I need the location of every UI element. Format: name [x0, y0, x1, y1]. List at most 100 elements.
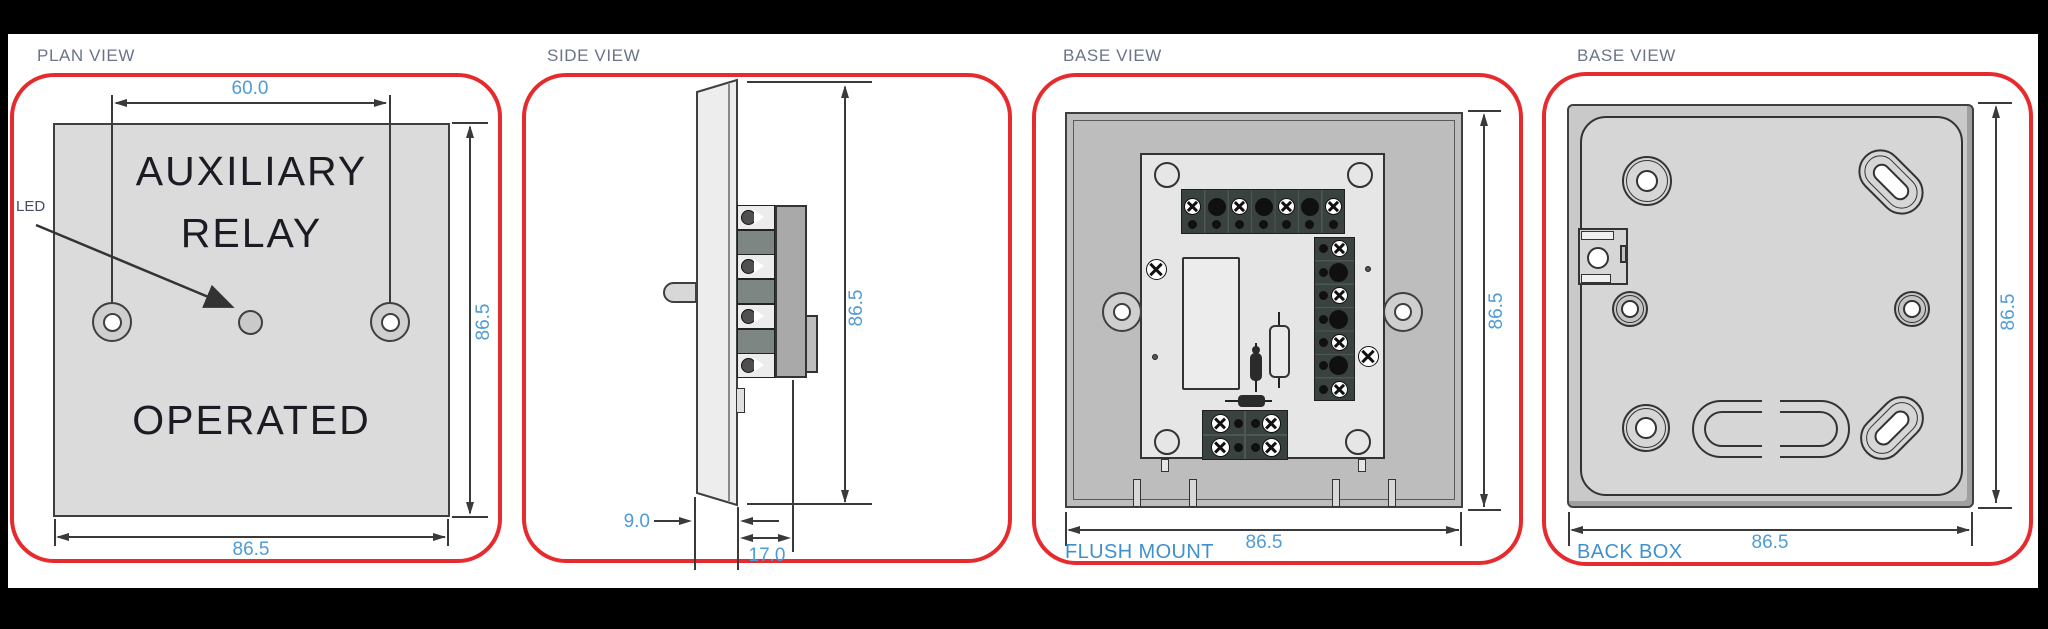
terminal-screw-icon [1261, 413, 1281, 433]
terminal-dot [1305, 219, 1315, 229]
pcb-screw-icon [1145, 258, 1167, 280]
knockout-gap [1762, 442, 1780, 461]
tick-line [1468, 509, 1501, 511]
standoff-hole [1345, 429, 1371, 455]
terminal-cell-screw [737, 254, 775, 280]
plan-view-title: PLAN VIEW [37, 46, 135, 65]
knockout-gap [1762, 397, 1780, 416]
arrowhead-right [1446, 525, 1459, 534]
bracket-hole [1587, 247, 1609, 269]
terminal-dot [1318, 337, 1328, 347]
pcb-tab [1358, 459, 1366, 472]
knockout-ring [1622, 404, 1670, 452]
extension-line [389, 95, 391, 304]
pcb-screw-icon [1357, 345, 1379, 367]
terminal-dot [1211, 219, 1221, 229]
knockout-hole [1635, 417, 1657, 439]
terminal-screw-icon [1330, 287, 1348, 305]
bracket-notch [1581, 231, 1614, 240]
dim-terminal-depth: 17.0 [748, 545, 786, 566]
extension-line [1460, 512, 1462, 546]
frame-slot [1189, 479, 1197, 507]
plate-text-line1: AUXILIARY [135, 148, 368, 194]
extension-line [1568, 512, 1570, 546]
pcb-test-point [1365, 266, 1371, 272]
terminal-body-profile [775, 205, 807, 378]
bracket-notch [1581, 274, 1611, 283]
dim-flush-height: 86.5 [1486, 292, 1507, 330]
terminal-dot [1250, 442, 1260, 452]
arrowhead-left [740, 516, 753, 525]
dimension-line [116, 102, 386, 104]
terminal-cell-blank [737, 229, 775, 255]
dimension-line [744, 537, 787, 539]
led-indicator [237, 309, 263, 335]
terminal-wire-hole [1207, 197, 1226, 216]
flush-mount-frame-inner-line [1073, 120, 1455, 500]
terminal-dot [1233, 442, 1243, 452]
diode-component [1250, 353, 1262, 381]
arrowhead-right [433, 532, 446, 541]
arrowhead-left [740, 533, 753, 542]
terminal-cell-blank [737, 279, 775, 305]
terminal-wire-hole [1328, 356, 1348, 376]
extension-line [447, 519, 449, 546]
terminal-screw-icon [1330, 240, 1348, 258]
back-box-caption: BACK BOX [1577, 541, 1683, 563]
dim-plate-height: 86.5 [473, 303, 494, 341]
flush-mount-caption: FLUSH MOUNT [1065, 541, 1214, 563]
terminal-screw-icon [1261, 437, 1281, 457]
mounting-hole-left-center [1113, 303, 1131, 321]
dimension-line [753, 520, 779, 522]
terminal-cell-screw [737, 303, 775, 329]
extension-line [111, 95, 113, 304]
tick-line [747, 503, 872, 505]
lug-hole-left [1621, 300, 1639, 318]
tick-line [452, 122, 488, 124]
side-view-title: SIDE VIEW [547, 46, 641, 65]
terminal-dot [1233, 418, 1243, 428]
dimension-line [654, 520, 680, 522]
terminal-dot [1318, 361, 1328, 371]
terminal-dot [1318, 267, 1328, 277]
arrowhead-down [840, 490, 849, 503]
terminal-dot [1328, 219, 1338, 229]
terminal-cell-blank [737, 328, 775, 354]
terminal-divider [1244, 411, 1246, 459]
arrowhead-left [114, 98, 127, 107]
mounting-hole-right-center [1394, 303, 1412, 321]
frame-slot [1133, 479, 1141, 507]
base-view-flush-panel [1032, 73, 1523, 565]
dimension-line [844, 87, 846, 502]
arrowhead-down [1991, 490, 2000, 503]
terminal-dot [1318, 384, 1328, 394]
base-view-backbox-title: BASE VIEW [1577, 46, 1676, 65]
tick-line [452, 516, 488, 518]
led-label: LED [16, 198, 46, 215]
extension-line [792, 380, 794, 552]
capacitor-component [1269, 325, 1290, 378]
arrowhead-up [1991, 105, 2000, 118]
dim-hole-spacing: 60.0 [231, 78, 269, 99]
terminal-screw-icon [1210, 413, 1230, 433]
arrowhead-left [1570, 525, 1583, 534]
terminal-screw-icon [1330, 333, 1348, 351]
arrowhead-right [374, 98, 387, 107]
terminal-screw-icon [1184, 197, 1201, 215]
terminal-wire-hole [1254, 197, 1273, 216]
pcb-tab [1161, 459, 1169, 472]
led-knob-profile [663, 282, 697, 303]
relay-component [1182, 257, 1240, 390]
extension-line [737, 507, 739, 570]
extension-line [54, 519, 56, 546]
frame-slot [1388, 479, 1396, 507]
arrowhead-up [1479, 113, 1488, 126]
base-view-flush-title: BASE VIEW [1063, 46, 1162, 65]
terminal-screw-icon [1330, 380, 1348, 398]
terminal-cell-screw [737, 205, 775, 230]
standoff-hole [1154, 162, 1180, 188]
tick-line [1468, 110, 1501, 112]
knockout-ring [1622, 156, 1672, 206]
arrowhead-down [465, 502, 474, 515]
lug-boss-ring [1898, 295, 1926, 323]
